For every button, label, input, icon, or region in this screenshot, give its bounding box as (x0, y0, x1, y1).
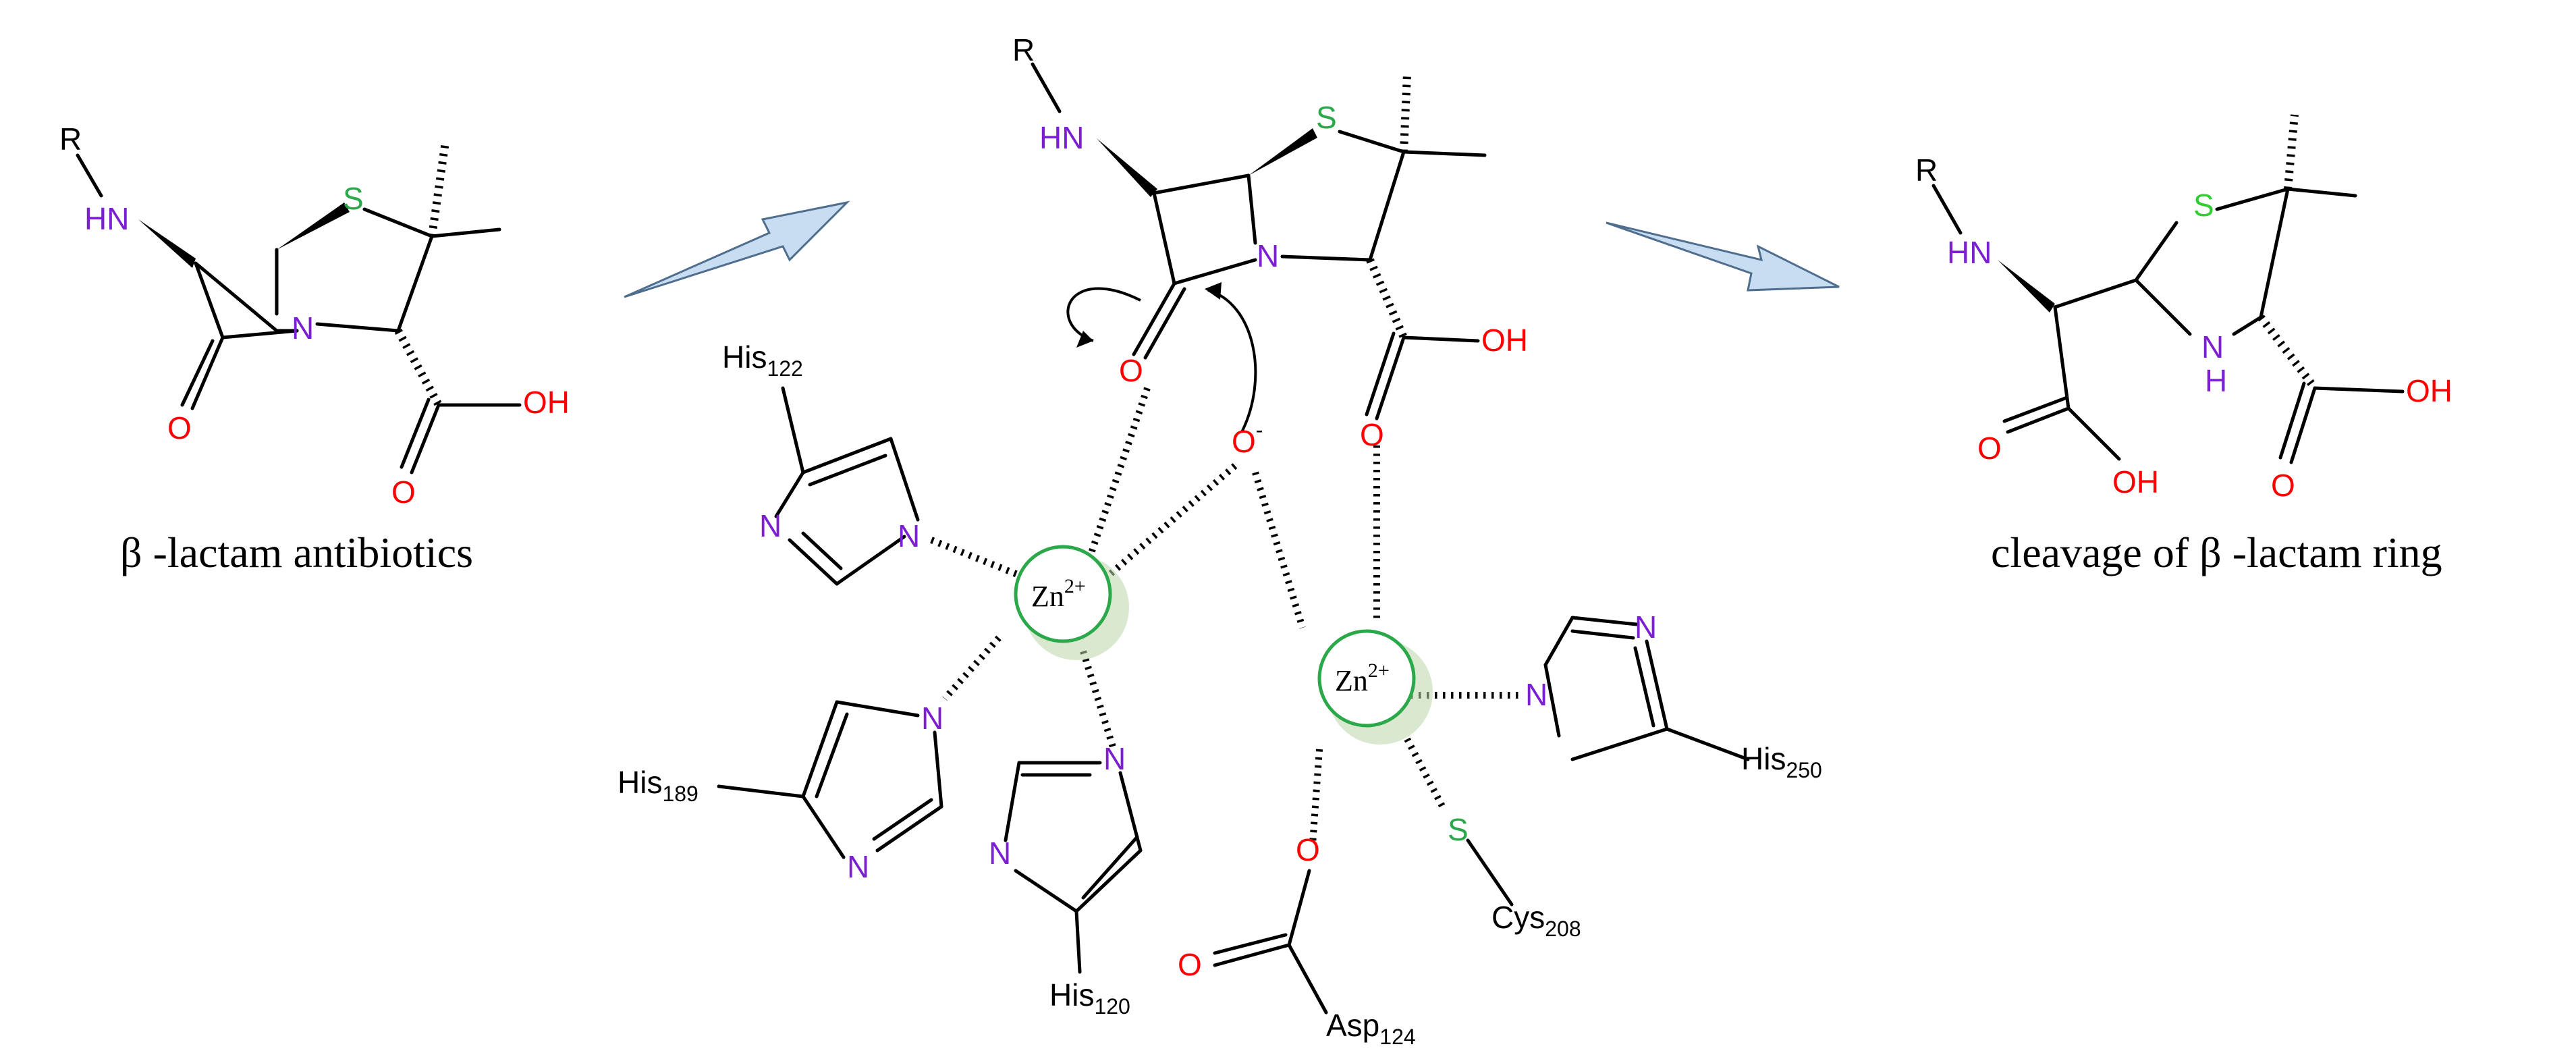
hydroxyl-label: OH (523, 385, 570, 420)
sulfur-label: S (1448, 812, 1469, 847)
residue-his120-label: His120 (1049, 977, 1130, 1019)
oxygen-label: O (1178, 947, 1202, 982)
nitrogen-label: N (1635, 610, 1657, 645)
forward-arrow-shape (1606, 221, 1840, 292)
hydroxyl-label: OH (2406, 373, 2452, 408)
zinc-charge: 2+ (1064, 575, 1086, 597)
forward-arrow-shape (624, 200, 850, 298)
nitrogen-label: N (921, 701, 943, 736)
zinc-ion-2: Zn2+ (1317, 629, 1433, 745)
nitrogen-label: N (847, 849, 869, 884)
sulfur-label: S (1316, 100, 1337, 135)
nitrogen-label: N (292, 310, 314, 346)
oxygen-label: O (2271, 468, 2295, 503)
zinc-charge: 2+ (1368, 659, 1390, 682)
r-group-label: R (1915, 153, 1938, 188)
svg-text:Zn2+: Zn2+ (1335, 659, 1390, 697)
oxygen-label: O (1360, 417, 1384, 452)
zinc-ion-1: Zn2+ (1014, 545, 1129, 660)
nitrogen-label: N (1103, 741, 1126, 776)
right-caption: cleavage of β -lactam ring (1991, 529, 2442, 576)
oxygen-label: O (1296, 832, 1320, 867)
oxygen-label: O (167, 410, 192, 445)
oxygen-label: O (1119, 353, 1143, 388)
residue-his250-label: His250 (1741, 741, 1822, 782)
zinc-label: Zn (1335, 664, 1368, 697)
sulfur-label: S (343, 181, 364, 216)
nitrogen-label: N (2201, 329, 2224, 364)
hydroxyl-label: OH (2112, 464, 2159, 499)
residue-his189-label: His189 (618, 765, 698, 806)
r-group-label: R (59, 121, 82, 157)
amine-label: HN (84, 201, 129, 236)
nitrogen-label: N (1525, 677, 1547, 712)
zinc-label: Zn (1031, 580, 1064, 613)
hydroxide-label: O- (1232, 418, 1263, 459)
oxygen-label: O (1977, 431, 2002, 466)
active-site-complex: Zn2+ Zn2+ R HN S N O O- O OH N N N N N N… (618, 32, 1822, 1049)
nitrogen-label: N (1257, 238, 1279, 273)
amine-label: HN (1947, 235, 1992, 270)
hydrogen-label: H (2205, 363, 2227, 398)
beta-lactam-antibiotic-structure: R HN S N O O OH (59, 121, 570, 510)
left-caption: β -lactam antibiotics (120, 529, 473, 576)
oxygen-label: O (391, 475, 416, 510)
amine-label: HN (1039, 120, 1084, 155)
nitrogen-label: N (989, 836, 1011, 871)
residue-cys208-label: Cys208 (1491, 900, 1581, 941)
svg-text:Zn2+: Zn2+ (1031, 575, 1086, 613)
r-group-label: R (1012, 32, 1035, 67)
hydroxyl-label: OH (1481, 323, 1528, 358)
cleaved-product-structure: R HN S N H O OH O OH (1915, 114, 2452, 503)
sulfur-label: S (2193, 188, 2214, 223)
nitrogen-label: N (898, 518, 920, 553)
residue-asp124-label: Asp124 (1326, 1008, 1416, 1049)
nitrogen-label: N (759, 508, 782, 543)
residue-his122-label: His122 (722, 340, 803, 381)
